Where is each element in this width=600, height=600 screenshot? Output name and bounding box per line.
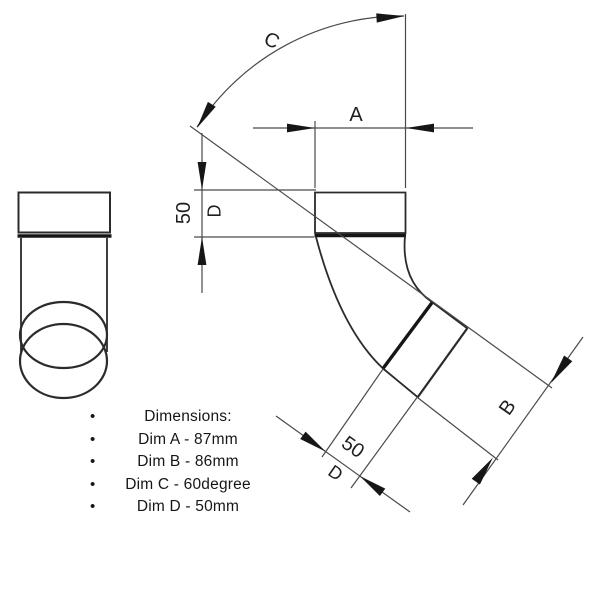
front-outlet-ellipse-lower (18, 322, 109, 400)
arrowhead (471, 457, 493, 485)
dim-b-ext (417, 397, 499, 461)
dim-a-label: A (349, 104, 363, 126)
bullet-icon: • (90, 475, 96, 493)
dimensions-list: • Dimensions: • Dim A - 87mm • Dim B - 8… (70, 406, 290, 519)
dim-d-bottom-ext-right (350, 397, 418, 489)
arrowhead (197, 101, 216, 128)
arrowhead (287, 123, 315, 133)
dim-c-label: C (260, 28, 282, 54)
socket-height-letter: D (205, 205, 225, 218)
list-item: • Dim D - 50mm (70, 496, 290, 519)
front-socket-outline (17, 191, 111, 234)
list-item-text: Dim A - 87mm (138, 430, 238, 448)
arrowhead (300, 431, 326, 452)
arrowhead (376, 13, 405, 23)
list-item: • Dim A - 87mm (70, 429, 290, 452)
bullet-icon: • (90, 430, 96, 448)
outlet-diameter-value: 50 (337, 432, 368, 463)
bend-outer-curve (315, 236, 384, 370)
list-item-text: Dim C - 60degree (125, 475, 251, 493)
dimension-arrowheads (197, 13, 573, 496)
bullet-icon: • (90, 498, 96, 515)
list-item-text: Dim B - 86mm (137, 453, 239, 470)
joint-line (381, 300, 434, 370)
bullet-icon: • (90, 453, 96, 470)
arrowhead (197, 237, 207, 265)
list-item-heading: • Dimensions: (70, 406, 290, 429)
list-item-text: Dim D - 50mm (136, 498, 240, 515)
dim-c-arc (196, 15, 405, 128)
socket-height-value: 50 (173, 202, 195, 224)
dim-d-bottom-line (275, 415, 411, 513)
side-view (314, 191, 469, 399)
bend-inner-curve (403, 235, 433, 303)
outlet-upper-wall (431, 301, 469, 330)
side-socket-outline (314, 191, 407, 234)
outlet-end-face (416, 327, 469, 399)
outlet-lower-wall (382, 367, 419, 398)
front-view (17, 191, 112, 400)
construction-diagonal (189, 125, 553, 389)
bullet-icon: • (90, 408, 96, 425)
arrowhead (197, 162, 207, 190)
dim-d-bottom-ext-left (321, 368, 384, 458)
list-item-text: Dimensions: (144, 408, 232, 425)
list-item: • Dim B - 86mm (70, 451, 290, 474)
arrowhead (551, 355, 573, 383)
arrowhead (406, 123, 434, 133)
arrowhead (359, 476, 386, 496)
front-outlet-ellipse-upper (18, 300, 109, 370)
dim-b-label: B (495, 396, 521, 420)
list-item: • Dim C - 60degree (70, 474, 290, 497)
